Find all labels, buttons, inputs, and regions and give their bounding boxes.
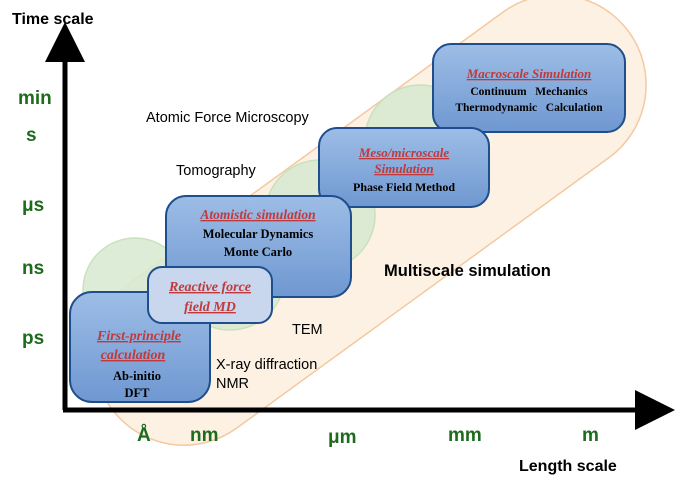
atomistic-body-1: Molecular Dynamics [203,227,314,241]
x-tick-um: μm [328,427,357,448]
y-axis-title: Time scale [12,11,94,28]
x-tick-nm: nm [190,425,219,446]
label-tem: TEM [292,322,323,338]
y-tick-s: s [26,125,37,146]
first-principle-title-2: calculation [101,348,166,363]
y-tick-ps: ps [22,328,44,349]
first-principle-body-2: DFT [125,386,151,400]
x-tick-angstrom: Å [137,425,151,446]
box-reactive-force-field: Reactive force field MD [147,266,273,324]
meso-body: Phase Field Method [353,180,455,194]
reactive-title-1: Reactive force [168,280,251,295]
y-tick-us: μs [22,195,44,216]
box-meso: Meso/microscale Simulation Phase Field M… [318,127,490,208]
label-afm: Atomic Force Microscopy [146,110,310,126]
box-macroscale: Macroscale Simulation Continuum Mechanic… [432,43,626,133]
x-tick-mm: mm [448,425,482,446]
first-principle-title-1: First-principle [96,329,181,344]
x-axis-title: Length scale [519,458,617,475]
label-tomography: Tomography [176,163,257,179]
atomistic-body-2: Monte Carlo [224,245,292,259]
reactive-title-2: field MD [184,300,236,315]
x-tick-m: m [582,425,599,446]
multiscale-label: Multiscale simulation [384,262,551,280]
macroscale-body-2: Thermodynamic Calculation [455,102,603,114]
label-xray: X-ray diffraction [216,357,317,373]
macroscale-body-1: Continuum Mechanics [470,86,588,98]
atomistic-title: Atomistic simulation [199,207,315,222]
y-tick-ns: ns [22,258,44,279]
first-principle-body-1: Ab-initio [113,369,161,383]
y-tick-min: min [18,88,52,109]
meso-title-1: Meso/microscale [358,145,449,160]
macroscale-title: Macroscale Simulation [466,66,592,81]
meso-title-2: Simulation [374,161,433,176]
label-nmr: NMR [216,376,249,392]
